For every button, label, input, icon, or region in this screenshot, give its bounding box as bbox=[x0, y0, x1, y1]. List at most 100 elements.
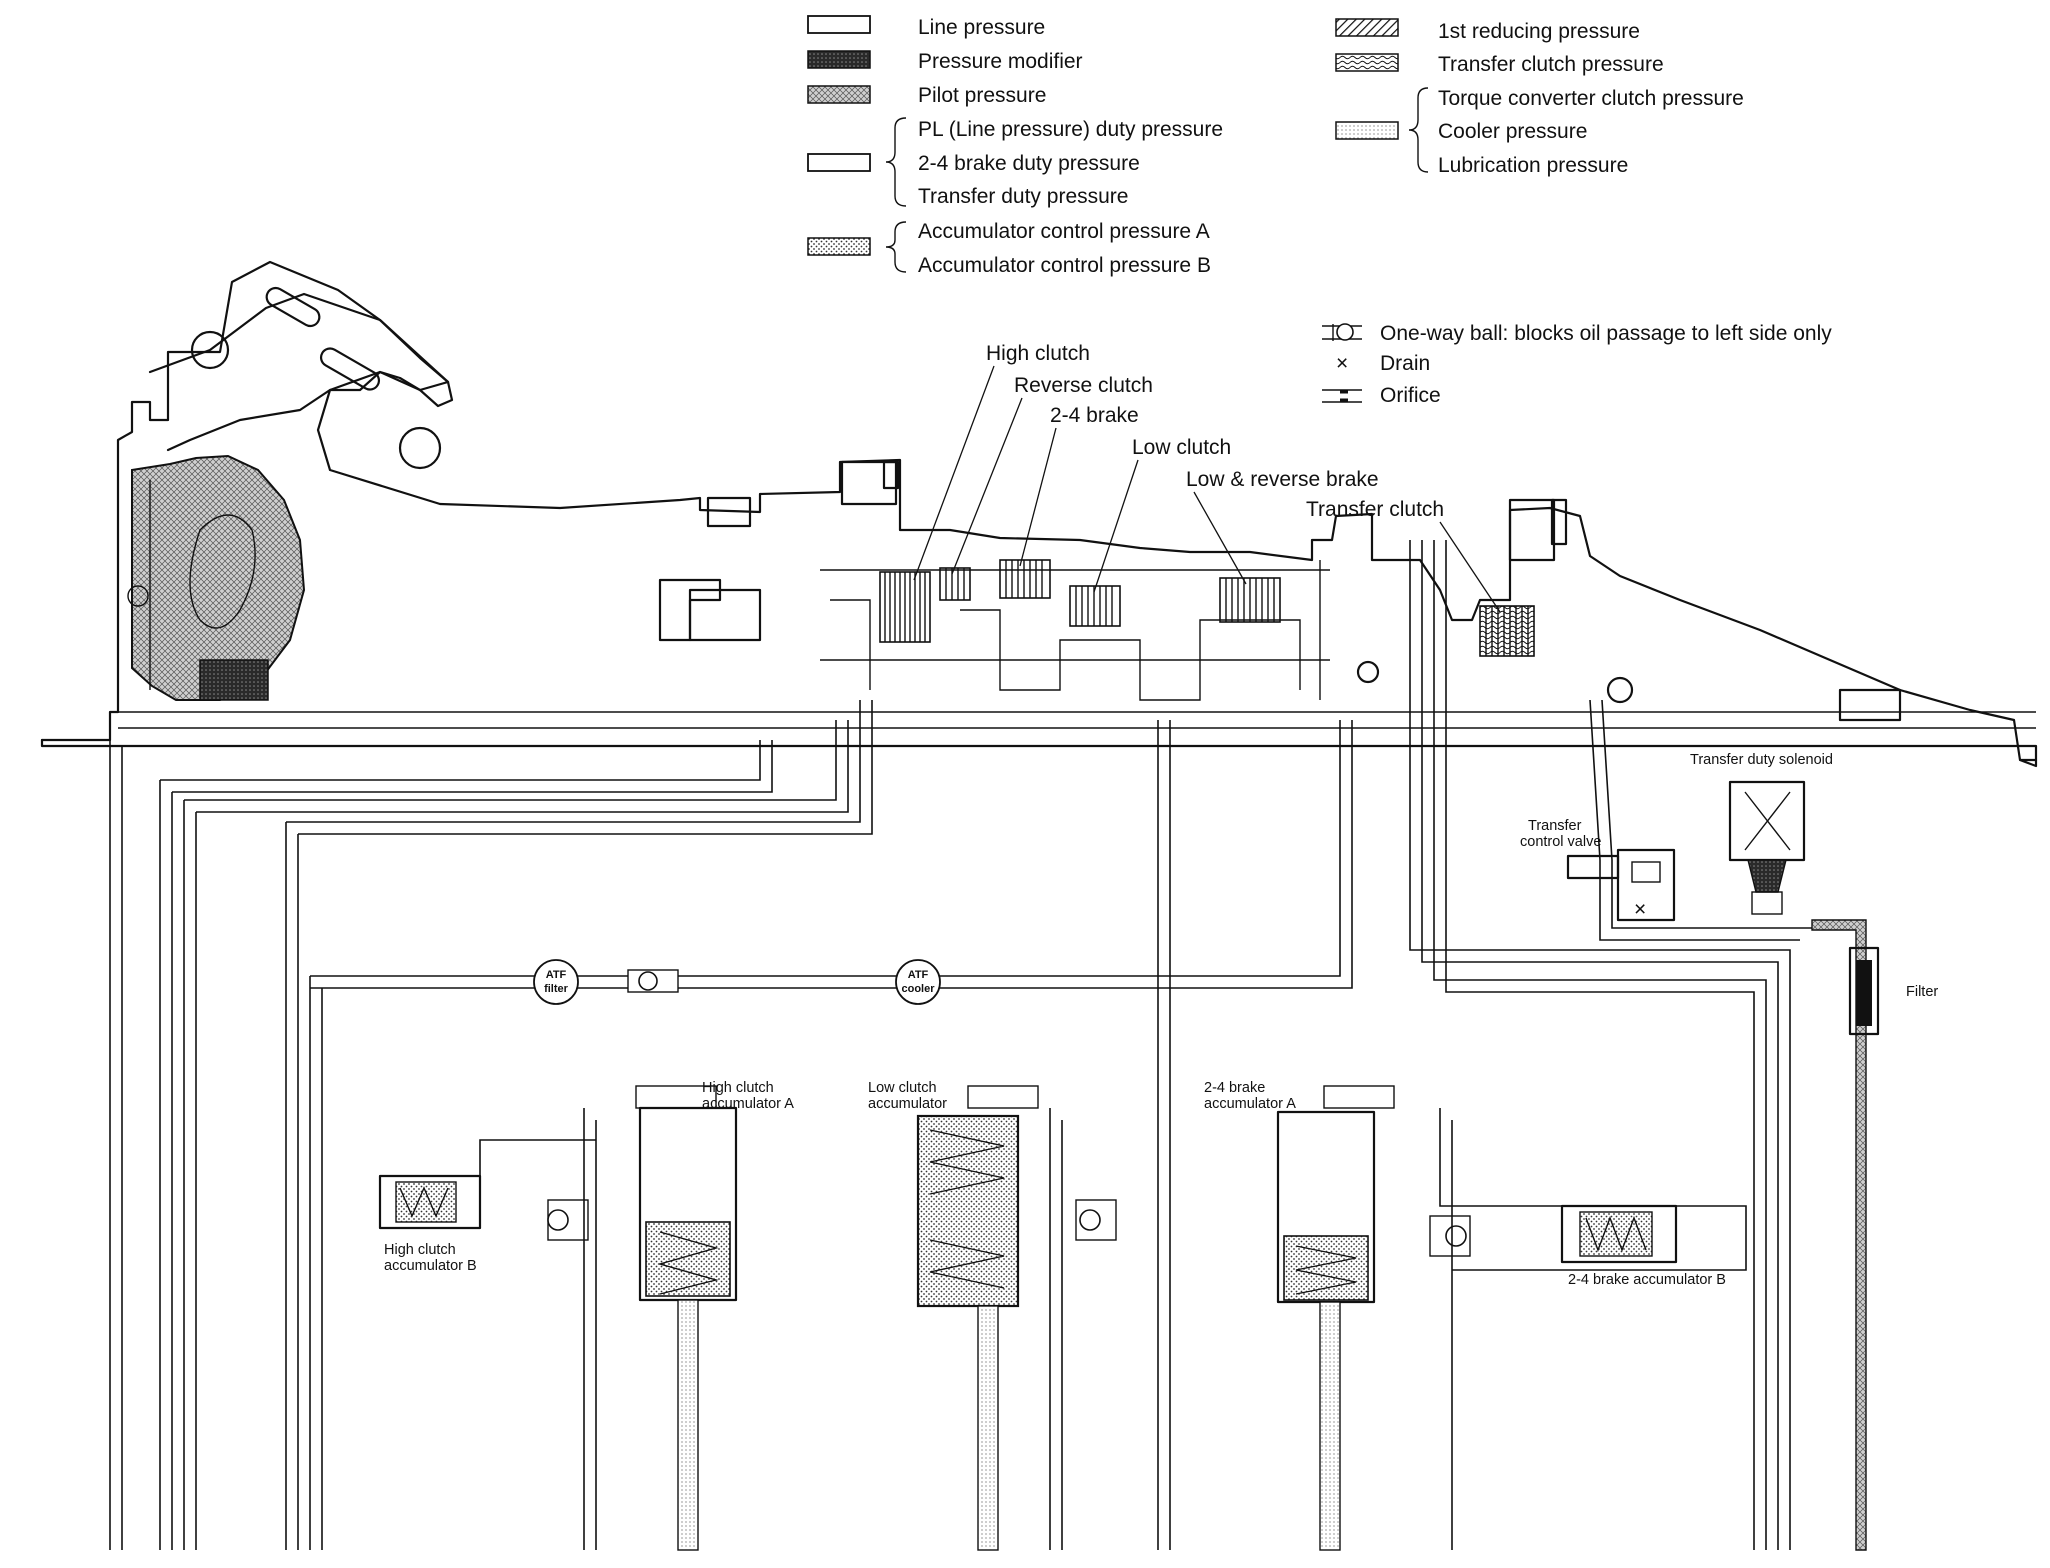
orifice-icon bbox=[1322, 389, 1362, 403]
swatch-duty-pressure bbox=[807, 153, 871, 172]
converter-housing bbox=[40, 260, 2038, 768]
brace-duty bbox=[885, 117, 907, 207]
label-reverse-clutch: Reverse clutch bbox=[1014, 374, 1153, 397]
legend-accumulator-b: Accumulator control pressure B bbox=[918, 254, 1211, 277]
transmission-cross-section bbox=[40, 260, 2038, 768]
transfer-control-valve-label-1: Transfer bbox=[1528, 818, 1582, 834]
legend-torque-converter: Torque converter clutch pressure bbox=[1438, 87, 1744, 110]
brake-2-4-accumulator-a: 2-4 brake accumulator A bbox=[1204, 1080, 1395, 1551]
legend-pilot-pressure: Pilot pressure bbox=[918, 84, 1046, 107]
legend-pl-duty: PL (Line pressure) duty pressure bbox=[918, 118, 1223, 141]
high-clutch-accumulator-a-label-1: High clutch bbox=[702, 1080, 774, 1096]
clutch-pack-transfer bbox=[1479, 605, 1535, 657]
brake-2-4-accumulator-a-label-1: 2-4 brake bbox=[1204, 1080, 1265, 1096]
bracket-hole-1 bbox=[190, 330, 230, 370]
high-clutch-accumulator-b-label-1: High clutch bbox=[384, 1242, 456, 1258]
clutch-pack-reverse bbox=[939, 567, 971, 601]
output-flange bbox=[1838, 688, 1902, 722]
converter-bolt bbox=[127, 585, 149, 607]
low-clutch-accumulator: Low clutch accumulator bbox=[868, 1080, 1039, 1551]
legend-line-pressure: Line pressure bbox=[918, 16, 1045, 39]
bolt-boss-1 bbox=[706, 496, 752, 528]
converter-impeller bbox=[189, 514, 256, 629]
pump-flange bbox=[658, 578, 722, 642]
low-clutch-accumulator-label-1: Low clutch bbox=[868, 1080, 937, 1096]
mount-bracket bbox=[148, 292, 450, 452]
bracket-slot bbox=[265, 286, 321, 328]
high-clutch-accumulator-b-label-2: accumulator B bbox=[384, 1258, 477, 1274]
legend-transfer-clutch: Transfer clutch pressure bbox=[1438, 53, 1664, 76]
legend: Line pressure Pressure modifier Pilot pr… bbox=[807, 15, 1744, 277]
bolt-boss-2 bbox=[840, 460, 898, 506]
bolt-1 bbox=[882, 460, 900, 490]
swatch-pilot-pressure bbox=[807, 85, 871, 104]
clutch-pack-2-4-brake bbox=[999, 559, 1051, 599]
mid-bearing bbox=[1356, 660, 1380, 684]
leader-reverse-clutch bbox=[951, 397, 1023, 575]
leader-transfer-clutch bbox=[1439, 521, 1501, 613]
swatch-pressure-modifier bbox=[807, 50, 871, 69]
brace-accumulator bbox=[885, 221, 907, 273]
atf-cooler-label-1: ATF bbox=[908, 969, 929, 981]
label-transfer-clutch: Transfer clutch bbox=[1306, 498, 1444, 521]
clutch-pack-low-reverse bbox=[1219, 577, 1281, 623]
high-clutch-accumulator-a: High clutch accumulator A bbox=[635, 1080, 794, 1551]
output-bearing bbox=[1606, 676, 1634, 704]
one-way-ball-2-4 bbox=[1429, 1215, 1471, 1257]
bracket-hole-2 bbox=[398, 426, 442, 470]
atf-cooler-label-2: cooler bbox=[901, 983, 935, 995]
orifice-label: Orifice bbox=[1380, 384, 1441, 407]
legend-cooler: Cooler pressure bbox=[1438, 120, 1587, 143]
drain-mark: × bbox=[1634, 898, 1646, 921]
brake-2-4-accumulator-a-label-2: accumulator A bbox=[1204, 1096, 1296, 1112]
transfer-duty-solenoid-label: Transfer duty solenoid bbox=[1690, 752, 1833, 768]
legend-2-4-brake-duty: 2-4 brake duty pressure bbox=[918, 152, 1140, 175]
main-shaft bbox=[40, 738, 2038, 762]
legend-transfer-duty: Transfer duty pressure bbox=[918, 185, 1128, 208]
clutch-labels: High clutch Reverse clutch 2-4 brake Low… bbox=[913, 342, 1501, 613]
one-way-ball-label: One-way ball: blocks oil passage to left… bbox=[1380, 322, 1832, 345]
drain-icon: × bbox=[1336, 352, 1348, 375]
legend-pressure-modifier: Pressure modifier bbox=[918, 50, 1083, 73]
oil-passages bbox=[109, 540, 1867, 1551]
one-way-ball-icon bbox=[1322, 323, 1362, 341]
one-way-ball-atf bbox=[627, 969, 679, 993]
brace-cooler bbox=[1408, 87, 1429, 173]
leader-low-reverse-brake bbox=[1193, 491, 1247, 585]
atf-filter-label-2: filter bbox=[544, 983, 569, 995]
symbol-key: One-way ball: blocks oil passage to left… bbox=[1322, 322, 1832, 407]
brake-2-4-accumulator-b-label: 2-4 brake accumulator B bbox=[1568, 1272, 1726, 1288]
accumulator-feeds bbox=[479, 1108, 1747, 1550]
transfer-control-valve: × Transfer control valve bbox=[1520, 818, 1676, 922]
high-clutch-accumulator-b: High clutch accumulator B bbox=[378, 1174, 482, 1274]
filter-label: Filter bbox=[1906, 984, 1938, 1000]
high-clutch-accumulator-a-label-2: accumulator A bbox=[702, 1096, 794, 1112]
atf-filter-label-1: ATF bbox=[546, 969, 567, 981]
drain-label: Drain bbox=[1380, 352, 1430, 375]
label-low-clutch: Low clutch bbox=[1132, 436, 1231, 459]
rear-bolt bbox=[1550, 498, 1568, 546]
label-2-4-brake: 2-4 brake bbox=[1050, 404, 1139, 427]
legend-accumulator-a: Accumulator control pressure A bbox=[918, 220, 1210, 243]
filter: Filter bbox=[1848, 946, 1938, 1036]
leader-2-4-brake bbox=[1019, 427, 1057, 567]
one-way-ball-high bbox=[547, 1199, 589, 1241]
transfer-duty-solenoid: Transfer duty solenoid bbox=[1690, 752, 1833, 915]
legend-lubrication: Lubrication pressure bbox=[1438, 154, 1628, 177]
clutch-pack-high bbox=[879, 571, 931, 643]
leader-high-clutch bbox=[913, 365, 995, 581]
bracket-slot-2 bbox=[319, 347, 381, 391]
swatch-cooler bbox=[1335, 121, 1399, 140]
leader-low-clutch bbox=[1093, 459, 1139, 593]
transfer-control-valve-label-2: control valve bbox=[1520, 834, 1601, 850]
atf-cooler: ATF cooler bbox=[895, 959, 941, 1005]
low-clutch-accumulator-label-2: accumulator bbox=[868, 1096, 947, 1112]
converter-hub bbox=[199, 659, 269, 701]
rear-boss bbox=[1508, 498, 1556, 562]
swatch-1st-reducing bbox=[1335, 18, 1399, 37]
pump-boss bbox=[688, 588, 762, 642]
legend-1st-reducing: 1st reducing pressure bbox=[1438, 20, 1640, 43]
swatch-transfer-clutch bbox=[1335, 53, 1399, 72]
swatch-line-pressure bbox=[807, 15, 871, 34]
